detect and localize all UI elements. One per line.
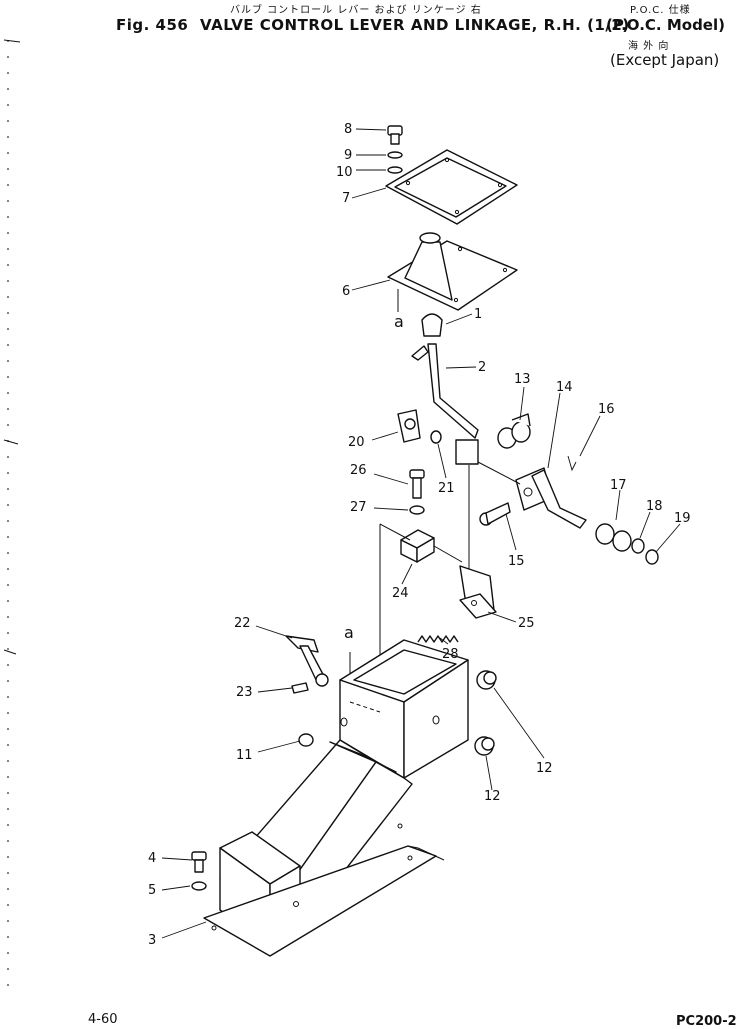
callout-18: 18 <box>646 499 663 514</box>
callout-6: 6 <box>342 284 350 299</box>
callout-27: 27 <box>350 500 367 515</box>
callout-12-upper: 12 <box>536 761 553 776</box>
callout-3: 3 <box>148 933 156 948</box>
callout-15: 15 <box>508 554 525 569</box>
part-21-washer <box>430 430 442 444</box>
callout-22: 22 <box>234 616 251 631</box>
part-13-bushing <box>497 413 531 449</box>
spec-label: (P.O.C. Model) <box>606 16 725 34</box>
destination-label: (Except Japan) <box>610 51 720 69</box>
scan-margin-marks <box>3 39 21 1000</box>
part-8-bolt <box>387 125 403 145</box>
callout-7: 7 <box>342 191 350 206</box>
callout-17: 17 <box>610 478 627 493</box>
callout-2: 2 <box>478 360 486 375</box>
japanese-title: バルブ コントロール レバー および リンケージ 右 <box>230 5 482 16</box>
part-12-plug-upper <box>476 670 497 690</box>
callout-16: 16 <box>598 402 615 417</box>
page-number: 4-60 <box>88 1012 118 1027</box>
part-23-pin <box>291 682 309 694</box>
ref-a-top: a <box>394 312 404 331</box>
callout-23: 23 <box>236 685 253 700</box>
callout-25: 25 <box>518 616 535 631</box>
callout-12-lower: 12 <box>484 789 501 804</box>
callout-1: 1 <box>474 307 482 322</box>
part-9-washer <box>387 151 403 159</box>
part-12-plug-lower <box>474 736 495 756</box>
model-code: PC200-2 <box>676 1014 737 1029</box>
callout-14: 14 <box>556 380 573 395</box>
callout-28: 28 <box>442 647 459 662</box>
part-19-nut <box>645 549 659 565</box>
part-1-knob <box>421 313 443 337</box>
part-28-spring <box>417 635 459 643</box>
part-15-bolt <box>479 502 511 526</box>
part-24-block <box>400 529 463 563</box>
part-14-bracket <box>477 461 587 529</box>
destination-japanese: 海 外 向 <box>628 41 670 52</box>
part-4-bolt <box>191 851 207 873</box>
callout-4: 4 <box>148 851 156 866</box>
callout-labels: 8 9 10 7 6 a 1 2 13 14 16 20 21 26 27 15… <box>148 122 691 948</box>
part-11-grommet <box>298 733 314 747</box>
callout-19: 19 <box>674 511 691 526</box>
callout-9: 9 <box>344 148 352 163</box>
part-26-bolt <box>409 469 425 499</box>
callout-20: 20 <box>348 435 365 450</box>
callout-5: 5 <box>148 883 156 898</box>
figure-number: Fig. 456 <box>116 16 189 34</box>
part-5-washer <box>191 881 207 891</box>
part-7-cover-plate <box>385 149 518 225</box>
part-6-boot-plate <box>387 232 518 312</box>
callout-10: 10 <box>336 165 353 180</box>
part-2-lever <box>411 343 479 600</box>
part-22-handle <box>285 635 329 687</box>
callout-21: 21 <box>438 481 455 496</box>
part-17-bushing <box>595 523 632 552</box>
part-20-clevis <box>397 409 421 443</box>
callout-13: 13 <box>514 372 531 387</box>
ref-a-bottom: a <box>344 623 354 642</box>
part-27-washer <box>409 505 425 515</box>
callout-leader-lines <box>161 128 681 939</box>
callout-26: 26 <box>350 463 367 478</box>
part-3-console-box <box>203 639 469 957</box>
part-10-washer <box>387 166 403 174</box>
callout-11: 11 <box>236 748 253 763</box>
callout-8: 8 <box>344 122 352 137</box>
part-18-washer <box>631 538 645 554</box>
part-25-bracket <box>459 565 497 619</box>
spec-japanese: P.O.C. 仕様 <box>630 5 691 16</box>
part-16-pin <box>567 455 577 472</box>
callout-24: 24 <box>392 586 409 601</box>
figure-title: VALVE CONTROL LEVER AND LINKAGE, R.H. (1… <box>200 16 630 34</box>
